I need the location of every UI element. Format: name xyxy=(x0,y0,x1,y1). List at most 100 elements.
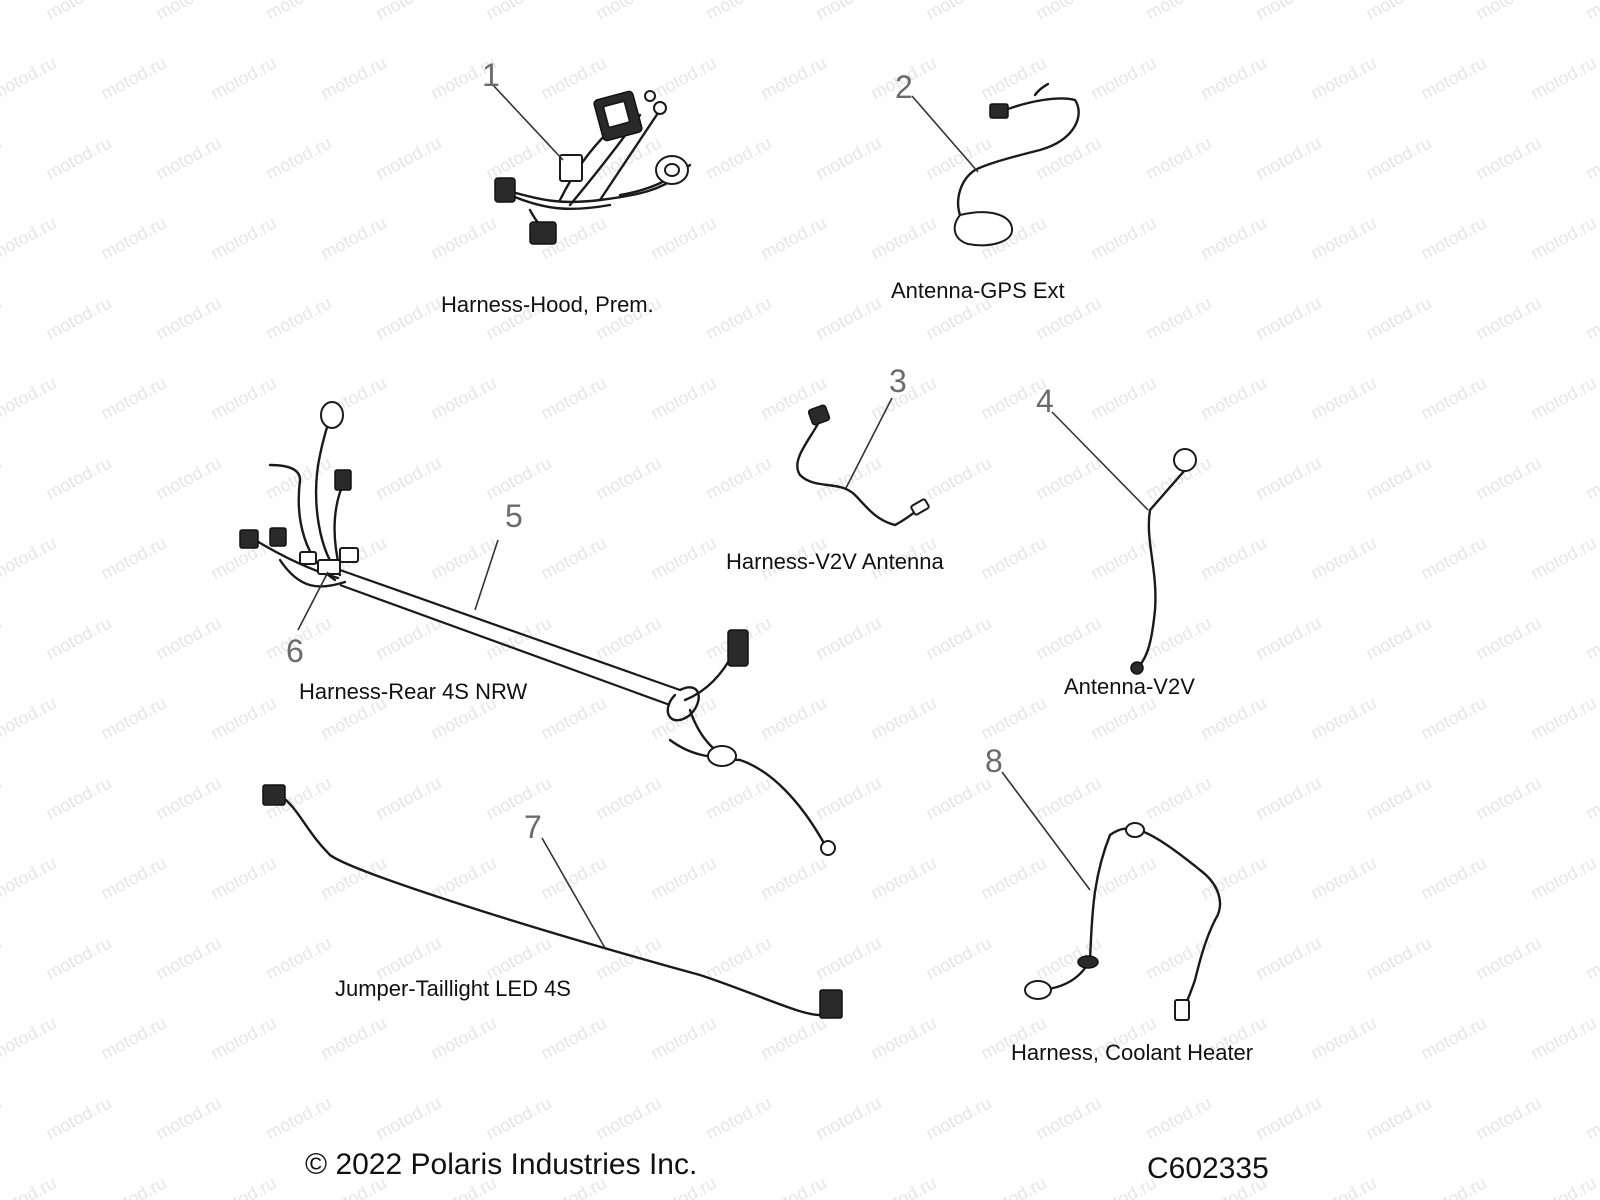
label-harness-v2v: Harness-V2V Antenna xyxy=(726,549,944,574)
watermark-text: motod.ru xyxy=(1252,933,1324,984)
watermark-text: motod.ru xyxy=(372,773,444,824)
watermark-text: motod.ru xyxy=(702,0,774,24)
watermark-text: motod.ru xyxy=(0,933,5,984)
watermark-text: motod.ru xyxy=(592,773,664,824)
watermark-text: motod.ru xyxy=(1417,533,1489,584)
watermark-text: motod.ru xyxy=(812,293,884,344)
watermark-text: motod.ru xyxy=(1472,453,1544,504)
watermark-text: motod.ru xyxy=(262,133,334,184)
part-7-jumper-taillight: 7 Jumper-Taillight LED 4S xyxy=(262,784,843,1019)
watermark-text: motod.ru xyxy=(0,133,5,184)
label-antenna-gps: Antenna-GPS Ext xyxy=(891,278,1065,303)
watermark-text: motod.ru xyxy=(592,1093,664,1144)
watermark-text: motod.ru xyxy=(1362,293,1434,344)
watermark-text: motod.ru xyxy=(1527,1013,1599,1064)
watermark-text: motod.ru xyxy=(1417,693,1489,744)
watermark-text: motod.ru xyxy=(1307,853,1379,904)
watermark-text: motod.ru xyxy=(592,0,664,24)
callout-4: 4 xyxy=(1036,383,1054,419)
watermark-text: motod.ru xyxy=(317,1013,389,1064)
watermark-text: motod.ru xyxy=(372,0,444,24)
watermark-text: motod.ru xyxy=(262,1093,334,1144)
watermark-text: motod.ru xyxy=(1197,373,1269,424)
watermark-text: motod.ru xyxy=(1307,373,1379,424)
watermark-text: motod.ru xyxy=(97,1013,169,1064)
watermark-text: motod.ru xyxy=(372,133,444,184)
watermark-text: motod.ru xyxy=(1142,1093,1214,1144)
watermark-text: motod.ru xyxy=(97,373,169,424)
watermark-text: motod.ru xyxy=(207,853,279,904)
watermark-text: motod.ru xyxy=(427,533,499,584)
copyright-text: © 2022 Polaris Industries Inc. xyxy=(305,1148,697,1181)
watermark-text: motod.ru xyxy=(1362,933,1434,984)
part-1-harness-hood: 1 Harness-Hood, Prem. xyxy=(441,57,692,317)
callout-7: 7 xyxy=(524,809,542,845)
watermark-text: motod.ru xyxy=(647,1013,719,1064)
watermark-text: motod.ru xyxy=(207,1013,279,1064)
watermark-text: motod.ru xyxy=(0,1173,60,1200)
watermark-text: motod.ru xyxy=(1197,693,1269,744)
watermark-text: motod.ru xyxy=(1197,53,1269,104)
watermark-text: motod.ru xyxy=(702,293,774,344)
watermark-text: motod.ru xyxy=(262,933,334,984)
watermark-text: motod.ru xyxy=(977,533,1049,584)
watermark-text: motod.ru xyxy=(42,773,114,824)
watermark-text: motod.ru xyxy=(537,373,609,424)
watermark-text: motod.ru xyxy=(647,213,719,264)
part-8-harness-coolant: 8 Harness, Coolant Heater xyxy=(985,743,1253,1065)
watermark-text: motod.ru xyxy=(1527,693,1599,744)
watermark-text: motod.ru xyxy=(1142,293,1214,344)
label-jumper-taillight: Jumper-Taillight LED 4S xyxy=(335,976,571,1001)
watermark-text: motod.ru xyxy=(1472,0,1544,24)
watermark-text: motod.ru xyxy=(1417,1173,1489,1200)
watermark-text: motod.ru xyxy=(1362,773,1434,824)
watermark-text: motod.ru xyxy=(42,933,114,984)
watermark-text: motod.ru xyxy=(812,773,884,824)
watermark-text: motod.ru xyxy=(1362,613,1434,664)
watermark-text: motod.ru xyxy=(1527,53,1599,104)
watermark-text: motod.ru xyxy=(812,133,884,184)
watermark-text: motod.ru xyxy=(0,853,60,904)
watermark-text: motod.ru xyxy=(152,613,224,664)
watermark-text: motod.ru xyxy=(0,373,60,424)
watermark-text: motod.ru xyxy=(867,853,939,904)
watermark-text: motod.ru xyxy=(647,533,719,584)
watermark-text: motod.ru xyxy=(0,453,5,504)
watermark-text: motod.ru xyxy=(702,1093,774,1144)
watermark-text: motod.ru xyxy=(702,133,774,184)
watermark-text: motod.ru xyxy=(1142,773,1214,824)
watermark-text: motod.ru xyxy=(702,453,774,504)
watermark-text: motod.ru xyxy=(1527,533,1599,584)
watermark-text: motod.ru xyxy=(42,613,114,664)
part-2-antenna-gps: 2 Antenna-GPS Ext xyxy=(891,69,1080,303)
watermark-text: motod.ru xyxy=(867,1013,939,1064)
watermark-text: motod.ru xyxy=(1142,0,1214,24)
watermark-text: motod.ru xyxy=(812,1093,884,1144)
watermark-text: motod.ru xyxy=(317,853,389,904)
watermark-text: motod.ru xyxy=(1197,533,1269,584)
watermark-text: motod.ru xyxy=(0,53,60,104)
watermark-text: motod.ru xyxy=(427,373,499,424)
watermark-text: motod.ru xyxy=(647,373,719,424)
watermark-text: motod.ru xyxy=(1252,0,1324,24)
watermark-text: motod.ru xyxy=(152,0,224,24)
watermark-text: motod.ru xyxy=(0,1093,5,1144)
watermark-text: motod.ru xyxy=(372,453,444,504)
watermark-text: motod.ru xyxy=(207,1173,279,1200)
watermark-text: motod.ru xyxy=(0,213,60,264)
watermark-text: motod.ru xyxy=(867,693,939,744)
watermark-text: motod.ru xyxy=(1142,133,1214,184)
watermark-text: motod.ru xyxy=(97,213,169,264)
watermark-text: motod.ru xyxy=(427,213,499,264)
watermark-text: motod.ru xyxy=(42,293,114,344)
watermark-text: motod.ru xyxy=(0,693,60,744)
label-antenna-v2v: Antenna-V2V xyxy=(1064,674,1195,699)
watermark-text: motod.ru xyxy=(1362,1093,1434,1144)
watermark-text: motod.ru xyxy=(1307,53,1379,104)
watermark-text: motod.ru xyxy=(482,613,554,664)
watermark-text: motod.ru xyxy=(922,1093,994,1144)
watermark-text: motod.ru xyxy=(1582,933,1600,984)
watermark-text: motod.ru xyxy=(1197,213,1269,264)
watermark-text: motod.ru xyxy=(977,53,1049,104)
